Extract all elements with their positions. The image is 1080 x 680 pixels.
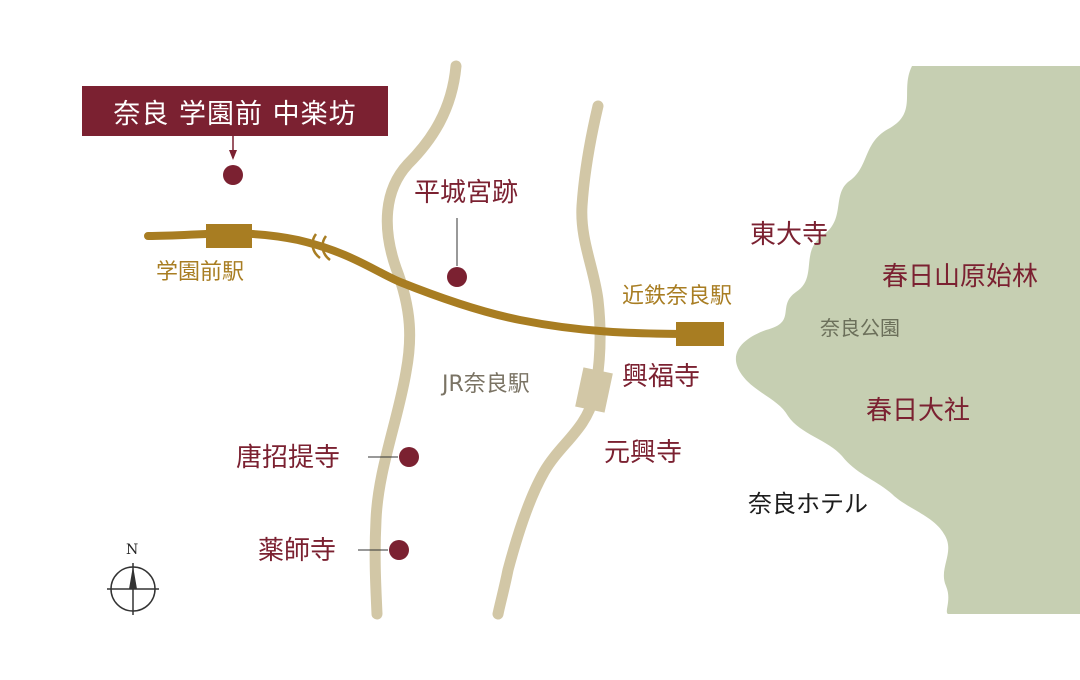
- kasuga-taisha-label: 春日大社: [866, 396, 971, 426]
- yakushiji-dot: [389, 540, 409, 560]
- toshodaiji-dot: [399, 447, 419, 467]
- toshodaiji-label: 唐招提寺: [236, 443, 341, 473]
- park-area: [735, 66, 1080, 614]
- jr-nara-station-marker: [575, 367, 613, 413]
- yakushiji-label: 薬師寺: [258, 536, 337, 566]
- nara-park-label: 奈良公園: [820, 316, 900, 340]
- compass-north-label: N: [126, 542, 139, 558]
- road-west: [369, 60, 462, 620]
- kofukuji-label: 興福寺: [622, 362, 701, 392]
- compass-icon: [107, 563, 159, 615]
- title-pointer-tip: [229, 150, 237, 160]
- property-title-box: 奈良 学園前 中楽坊: [82, 86, 388, 136]
- rail-crossing-mark: [311, 233, 331, 261]
- heijo-palace-dot: [447, 267, 467, 287]
- gakuenmae-station-label: 学園前駅: [156, 260, 245, 285]
- heijo-palace-label: 平城宮跡: [414, 178, 519, 208]
- todaiji-label: 東大寺: [750, 220, 829, 250]
- property-location-dot: [223, 165, 243, 185]
- gangoji-label: 元興寺: [604, 438, 683, 468]
- nara-hotel-label: 奈良ホテル: [748, 490, 868, 518]
- kasugayama-label: 春日山原始林: [882, 262, 1039, 292]
- gakuenmae-station-block: [206, 224, 252, 248]
- kintetsu-nara-station-label: 近鉄奈良駅: [622, 284, 733, 309]
- kintetsu-nara-station-block: [676, 322, 724, 346]
- jr-nara-station-label: JR奈良駅: [442, 372, 530, 397]
